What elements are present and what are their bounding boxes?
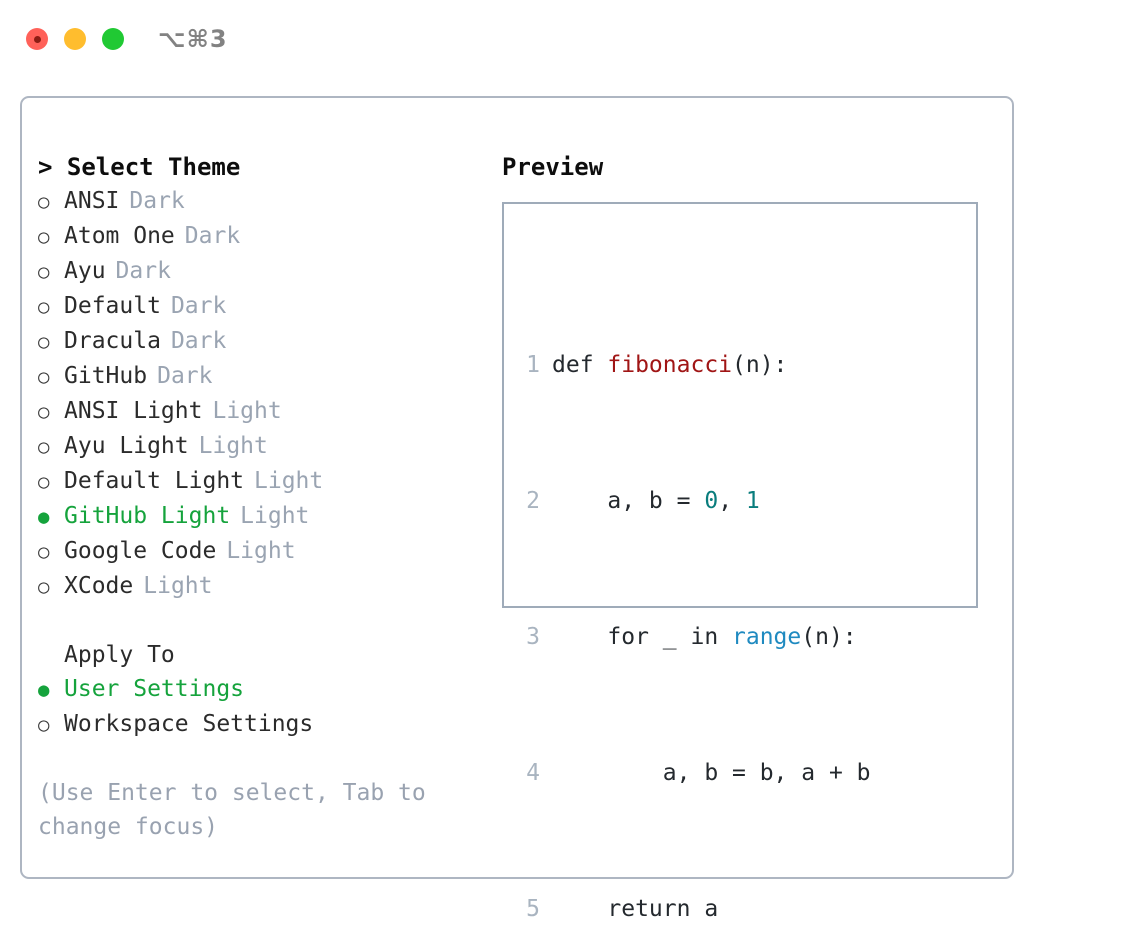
keyboard-hint-text: (Use Enter to select, Tab to change focu… [38,780,440,840]
list-item[interactable]: ○ Default Light Light [38,464,478,499]
line-number: 5 [526,896,540,922]
theme-name: Ayu Light [64,433,189,459]
radio-selected-icon[interactable]: ● [38,679,50,701]
list-item[interactable]: ○ Google Code Light [38,534,478,569]
radio-icon[interactable]: ○ [38,436,50,458]
theme-kind: Light [226,538,296,564]
theme-kind: Dark [129,188,185,214]
list-item[interactable]: ○ Dracula Dark [38,324,478,359]
radio-icon[interactable]: ○ [38,541,50,563]
theme-name: ANSI [64,188,120,214]
keyboard-shortcut-label: ⌥⌘3 [158,25,228,53]
theme-kind: Light [254,468,324,494]
code-line: 1 def fibonacci (n): [514,348,898,382]
list-item[interactable]: ○ Ayu Dark [38,254,478,289]
theme-kind: Dark [184,223,241,249]
code-token: return a [552,896,719,922]
list-item[interactable]: ○ Ayu Light Light [38,429,478,464]
apply-to-list[interactable]: ● User Settings ○ Workspace Settings [38,672,478,742]
code-token: for _ in [552,624,733,650]
theme-name: XCode [64,573,134,599]
code-line: 3 for _ in range (n): [514,620,898,654]
list-item[interactable]: ○ GitHub Dark [38,359,478,394]
code-token: a, b = b, a + b [552,760,871,786]
close-window-button[interactable] [26,28,48,50]
radio-icon[interactable]: ○ [38,714,50,736]
title-bar: ⌥⌘3 [0,0,1140,78]
apply-to-option-label: Workspace Settings [64,711,314,737]
theme-list[interactable]: ○ ANSI Dark ○ Atom One Dark ○ Ayu Dark [38,184,478,604]
radio-icon[interactable]: ○ [38,366,50,388]
apply-to-label: Apply To [64,642,175,668]
theme-name: GitHub [64,363,148,389]
theme-kind: Light [240,503,310,529]
code-token: , [718,488,746,514]
list-item[interactable]: ○ Atom One Dark [38,219,478,254]
theme-name: Default [64,293,161,319]
theme-kind: Dark [170,328,227,354]
theme-name: Default Light [64,468,245,494]
spacer [38,604,478,638]
list-item-selected[interactable]: ● GitHub Light Light [38,499,478,534]
code-token-call: range [732,624,802,650]
apply-to-option-workspace-settings[interactable]: ○ Workspace Settings [38,707,478,742]
theme-name: Google Code [64,538,217,564]
radio-icon[interactable]: ○ [38,226,50,248]
list-item[interactable]: ○ ANSI Light Light [38,394,478,429]
radio-icon[interactable]: ○ [38,471,50,493]
theme-kind: Light [143,573,213,599]
theme-name: Atom One [64,223,175,249]
preview-box: 1 def fibonacci (n): 2 a, b = 0 , 1 [502,202,978,922]
code-line: 5 return a [514,892,898,926]
theme-name: Ayu [64,258,106,284]
theme-kind: Light [198,433,268,459]
theme-name: GitHub Light [64,503,231,529]
theme-selector-dialog: > Select Theme ○ ANSI Dark ○ Atom One Da… [20,96,1014,922]
theme-kind: Dark [157,363,213,389]
line-number: 3 [526,624,540,650]
radio-icon[interactable]: ○ [38,331,50,353]
apply-to-option-label: User Settings [64,676,245,702]
code-token-number: 0 [704,488,719,514]
code-line: 4 a, b = b, a + b [514,756,898,790]
line-number: 2 [526,488,540,514]
theme-kind: Dark [170,293,227,319]
code-token: def [552,352,608,378]
line-number: 4 [526,760,540,786]
radio-selected-icon[interactable]: ● [38,506,50,528]
theme-name: Dracula [64,328,161,354]
preview-title: Preview [502,153,604,181]
radio-icon[interactable]: ○ [38,576,50,598]
code-token: (n): [732,352,788,378]
maximize-window-button[interactable] [102,28,124,50]
theme-name: ANSI Light [64,398,203,424]
code-token-function: fibonacci [607,352,733,378]
radio-icon[interactable]: ○ [38,401,50,423]
line-number: 1 [526,352,540,378]
window-controls [26,28,124,50]
code-token: a, b = [552,488,705,514]
code-token-number: 1 [745,488,760,514]
list-item[interactable]: ○ ANSI Dark [38,184,478,219]
radio-icon[interactable]: ○ [38,191,50,213]
preview-pane: Preview 1 def fibonacci (n): 2 a, b = [502,150,1002,922]
theme-kind: Light [212,398,282,424]
theme-list-pane: > Select Theme ○ ANSI Dark ○ Atom One Da… [38,150,478,844]
code-preview: 1 def fibonacci (n): 2 a, b = 0 , 1 [514,246,898,934]
code-token: (n): [801,624,857,650]
list-item[interactable]: ○ XCode Light [38,569,478,604]
page-title: > Select Theme [38,153,241,181]
list-item[interactable]: ○ Default Dark [38,289,478,324]
theme-kind: Dark [115,258,171,284]
radio-icon[interactable]: ○ [38,261,50,283]
radio-icon[interactable]: ○ [38,296,50,318]
apply-to-option-user-settings[interactable]: ● User Settings [38,672,478,707]
code-line: 2 a, b = 0 , 1 [514,484,898,518]
minimize-window-button[interactable] [64,28,86,50]
